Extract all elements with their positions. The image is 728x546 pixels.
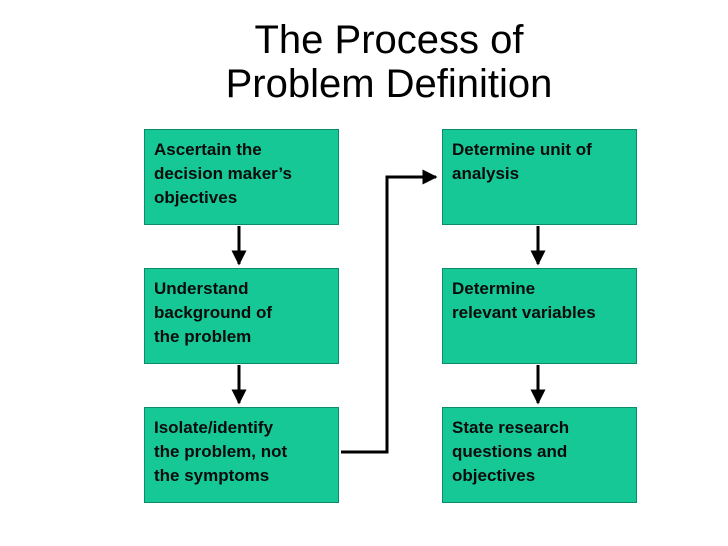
step-state-questions: State research questions and objectives (442, 407, 637, 503)
title-line-1: The Process of (254, 18, 524, 62)
step-determine-variables: Determine relevant variables (442, 268, 637, 364)
title-line-2: Problem Definition (225, 62, 553, 106)
step-ascertain-objectives: Ascertain the decision maker’s objective… (144, 129, 339, 225)
step-understand-background: Understand background of the problem (144, 268, 339, 364)
step-determine-unit: Determine unit of analysis (442, 129, 637, 225)
arrow-cross-connector (341, 169, 438, 454)
slide-title: The Process of Problem Definition (0, 18, 728, 106)
step-isolate-problem: Isolate/identify the problem, not the sy… (144, 407, 339, 503)
